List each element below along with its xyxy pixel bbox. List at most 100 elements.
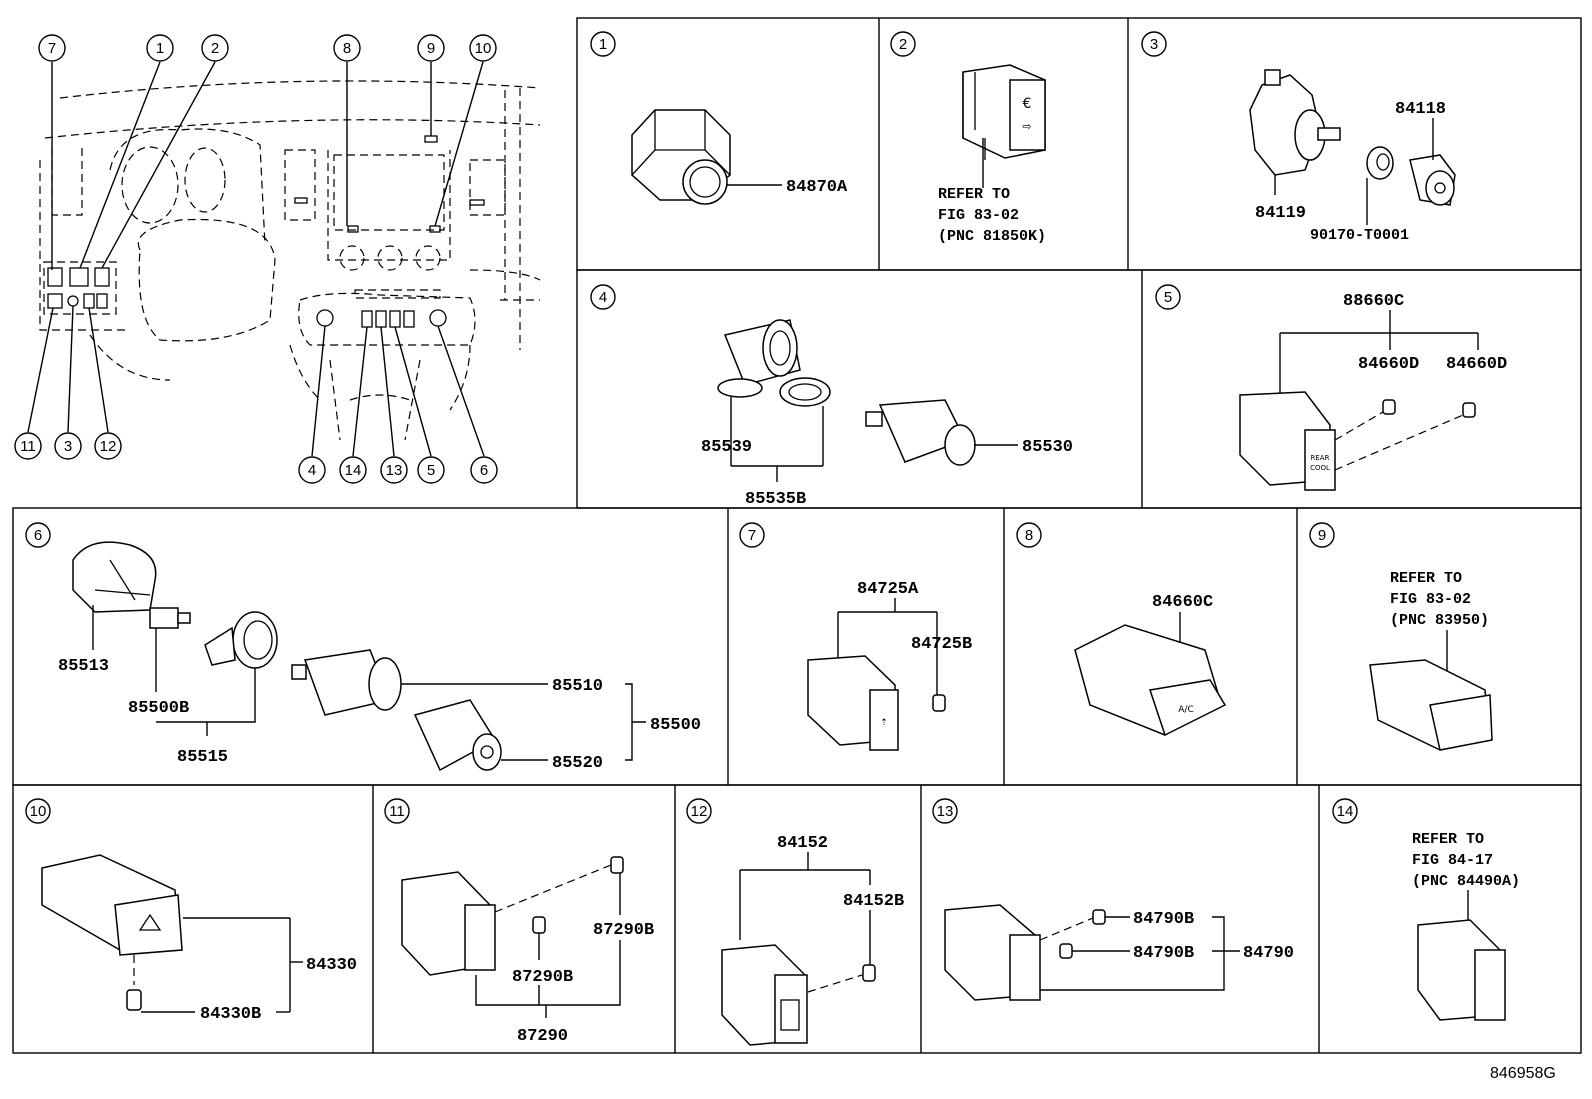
cap-85539-drawing <box>717 378 763 398</box>
switch-84119-drawing <box>1249 69 1341 176</box>
ring-85515-drawing <box>204 611 278 669</box>
bulb-85500B-drawing <box>149 607 191 629</box>
overview-callout-7: 7 <box>38 34 66 62</box>
overview-callout-10: 10 <box>469 34 497 62</box>
panel-5-number: 5 <box>1164 289 1172 306</box>
part-85500: 85500 <box>650 716 701 735</box>
nut-90170-T0001-drawing <box>1366 146 1394 180</box>
panel-1-number: 1 <box>599 36 607 53</box>
part-84152B: 84152B <box>843 892 904 911</box>
refer-fig-2: FIG 83-02 <box>938 207 1019 224</box>
svg-text:14: 14 <box>345 462 362 479</box>
overview-callout-9: 9 <box>417 34 445 62</box>
svg-text:12: 12 <box>100 438 117 455</box>
svg-text:⇡: ⇡ <box>880 718 888 728</box>
part-85535B: 85535B <box>745 490 806 509</box>
part-85500B: 85500B <box>128 699 189 718</box>
panel-14-number: 14 <box>1337 803 1354 820</box>
panel-6: 6 85513 85500B 85515 <box>25 522 701 773</box>
panel-3: 3 84119 90170-T0001 84118 <box>1141 31 1456 244</box>
svg-text:⇨: ⇨ <box>1022 120 1031 133</box>
panel-13: 13 84790B 84790B 84790 <box>932 798 1294 1001</box>
socket-drawing <box>723 319 801 386</box>
svg-text:13: 13 <box>386 462 403 479</box>
refer-to-label-14: REFER TO <box>1412 831 1484 848</box>
switch-ref-83950-drawing <box>1369 659 1493 751</box>
svg-text:10: 10 <box>475 40 492 57</box>
lighter-85520-drawing <box>413 699 502 772</box>
overview-callout-4: 4 <box>298 456 326 484</box>
bulb-84790B-2-drawing <box>1059 943 1073 959</box>
housing-85513-drawing <box>72 541 157 613</box>
part-84660D-1: 84660D <box>1358 355 1419 374</box>
overview-callout-5: 5 <box>417 456 445 484</box>
svg-text:6: 6 <box>480 462 488 479</box>
overview-callout-1: 1 <box>146 34 174 62</box>
refer-to-label-9: REFER TO <box>1390 570 1462 587</box>
refer-to-label-2: REFER TO <box>938 186 1010 203</box>
part-85530: 85530 <box>1022 438 1073 457</box>
svg-text:9: 9 <box>427 40 435 57</box>
refer-pnc-2: (PNC 81850K) <box>938 228 1046 245</box>
part-87290B-2: 87290B <box>593 921 654 940</box>
refer-fig-9: FIG 83-02 <box>1390 591 1471 608</box>
switch-84790-drawing <box>944 904 1041 1001</box>
panel-5: 5 88660C 84660D 84660D REAR COOL <box>1155 284 1507 491</box>
panel-3-number: 3 <box>1150 36 1158 53</box>
part-85539: 85539 <box>701 438 752 457</box>
overview-callout-13: 13 <box>380 456 408 484</box>
overview-callouts: 7 1 2 8 9 10 11 3 12 4 14 13 5 6 <box>14 34 498 484</box>
bulb-84330B-drawing <box>126 989 142 1011</box>
refer-pnc-9: (PNC 83950) <box>1390 612 1489 629</box>
refer-fig-14: FIG 84-17 <box>1412 852 1493 869</box>
panel-frames <box>12 17 1582 1054</box>
panel-6-number: 6 <box>34 527 42 544</box>
part-87290: 87290 <box>517 1027 568 1046</box>
switch-ref-81850K-drawing: € ⇨ <box>962 64 1046 160</box>
part-84790: 84790 <box>1243 944 1294 963</box>
panel-2-number: 2 <box>899 36 907 53</box>
panel-2: 2 € ⇨ REFER TO FIG 83-02 (PNC 81850K) <box>890 31 1046 245</box>
overview-callout-3: 3 <box>54 432 82 460</box>
part-84330: 84330 <box>306 956 357 975</box>
rear-cool-switch-drawing: REAR COOL <box>1239 391 1336 491</box>
bulb-87290B-2-drawing <box>610 856 624 874</box>
panel-12: 12 84152 84152B <box>686 798 904 1046</box>
part-85510: 85510 <box>552 677 603 696</box>
part-84725B: 84725B <box>911 635 972 654</box>
part-84660C: 84660C <box>1152 593 1213 612</box>
overview-callout-6: 6 <box>470 456 498 484</box>
part-87290B-1: 87290B <box>512 968 573 987</box>
part-84118: 84118 <box>1395 100 1446 119</box>
overview-callout-8: 8 <box>333 34 361 62</box>
panel-8-number: 8 <box>1025 527 1033 544</box>
switch-84725A-drawing: ⇡ <box>807 655 899 751</box>
panel-10-number: 10 <box>30 803 47 820</box>
overview-callout-leaders <box>27 61 485 457</box>
panel-14: 14 REFER TO FIG 84-17 (PNC 84490A) <box>1332 798 1520 1021</box>
svg-text:7: 7 <box>48 40 56 57</box>
panel-10: 10 84330 84330B <box>25 798 357 1024</box>
socket-85510-drawing <box>291 649 402 716</box>
rear-label: REAR <box>1311 454 1330 462</box>
svg-text:2: 2 <box>211 40 219 57</box>
panel-1: 1 84870A <box>590 31 848 205</box>
seat-heater-switch-drawing <box>401 871 496 976</box>
bulb-84790B-1-drawing <box>1092 909 1106 925</box>
part-84119: 84119 <box>1255 204 1306 223</box>
dimmer-switch-drawing <box>721 944 808 1046</box>
ac-switch-drawing: A/C <box>1074 624 1227 737</box>
panel-11-number: 11 <box>389 803 405 820</box>
part-85520: 85520 <box>552 754 603 773</box>
bulb-84152B-drawing <box>862 964 876 982</box>
ac-label: A/C <box>1178 705 1193 715</box>
bulb-84725B-drawing <box>932 694 946 712</box>
panel-7-number: 7 <box>748 527 756 544</box>
bulb-1-drawing <box>1382 399 1396 415</box>
panel-12-number: 12 <box>691 803 708 820</box>
cool-label: COOL <box>1310 464 1330 472</box>
panel-7: 7 84725A 84725B ⇡ <box>739 522 972 751</box>
part-90170-T0001: 90170-T0001 <box>1310 227 1409 244</box>
overview-callout-2: 2 <box>201 34 229 62</box>
